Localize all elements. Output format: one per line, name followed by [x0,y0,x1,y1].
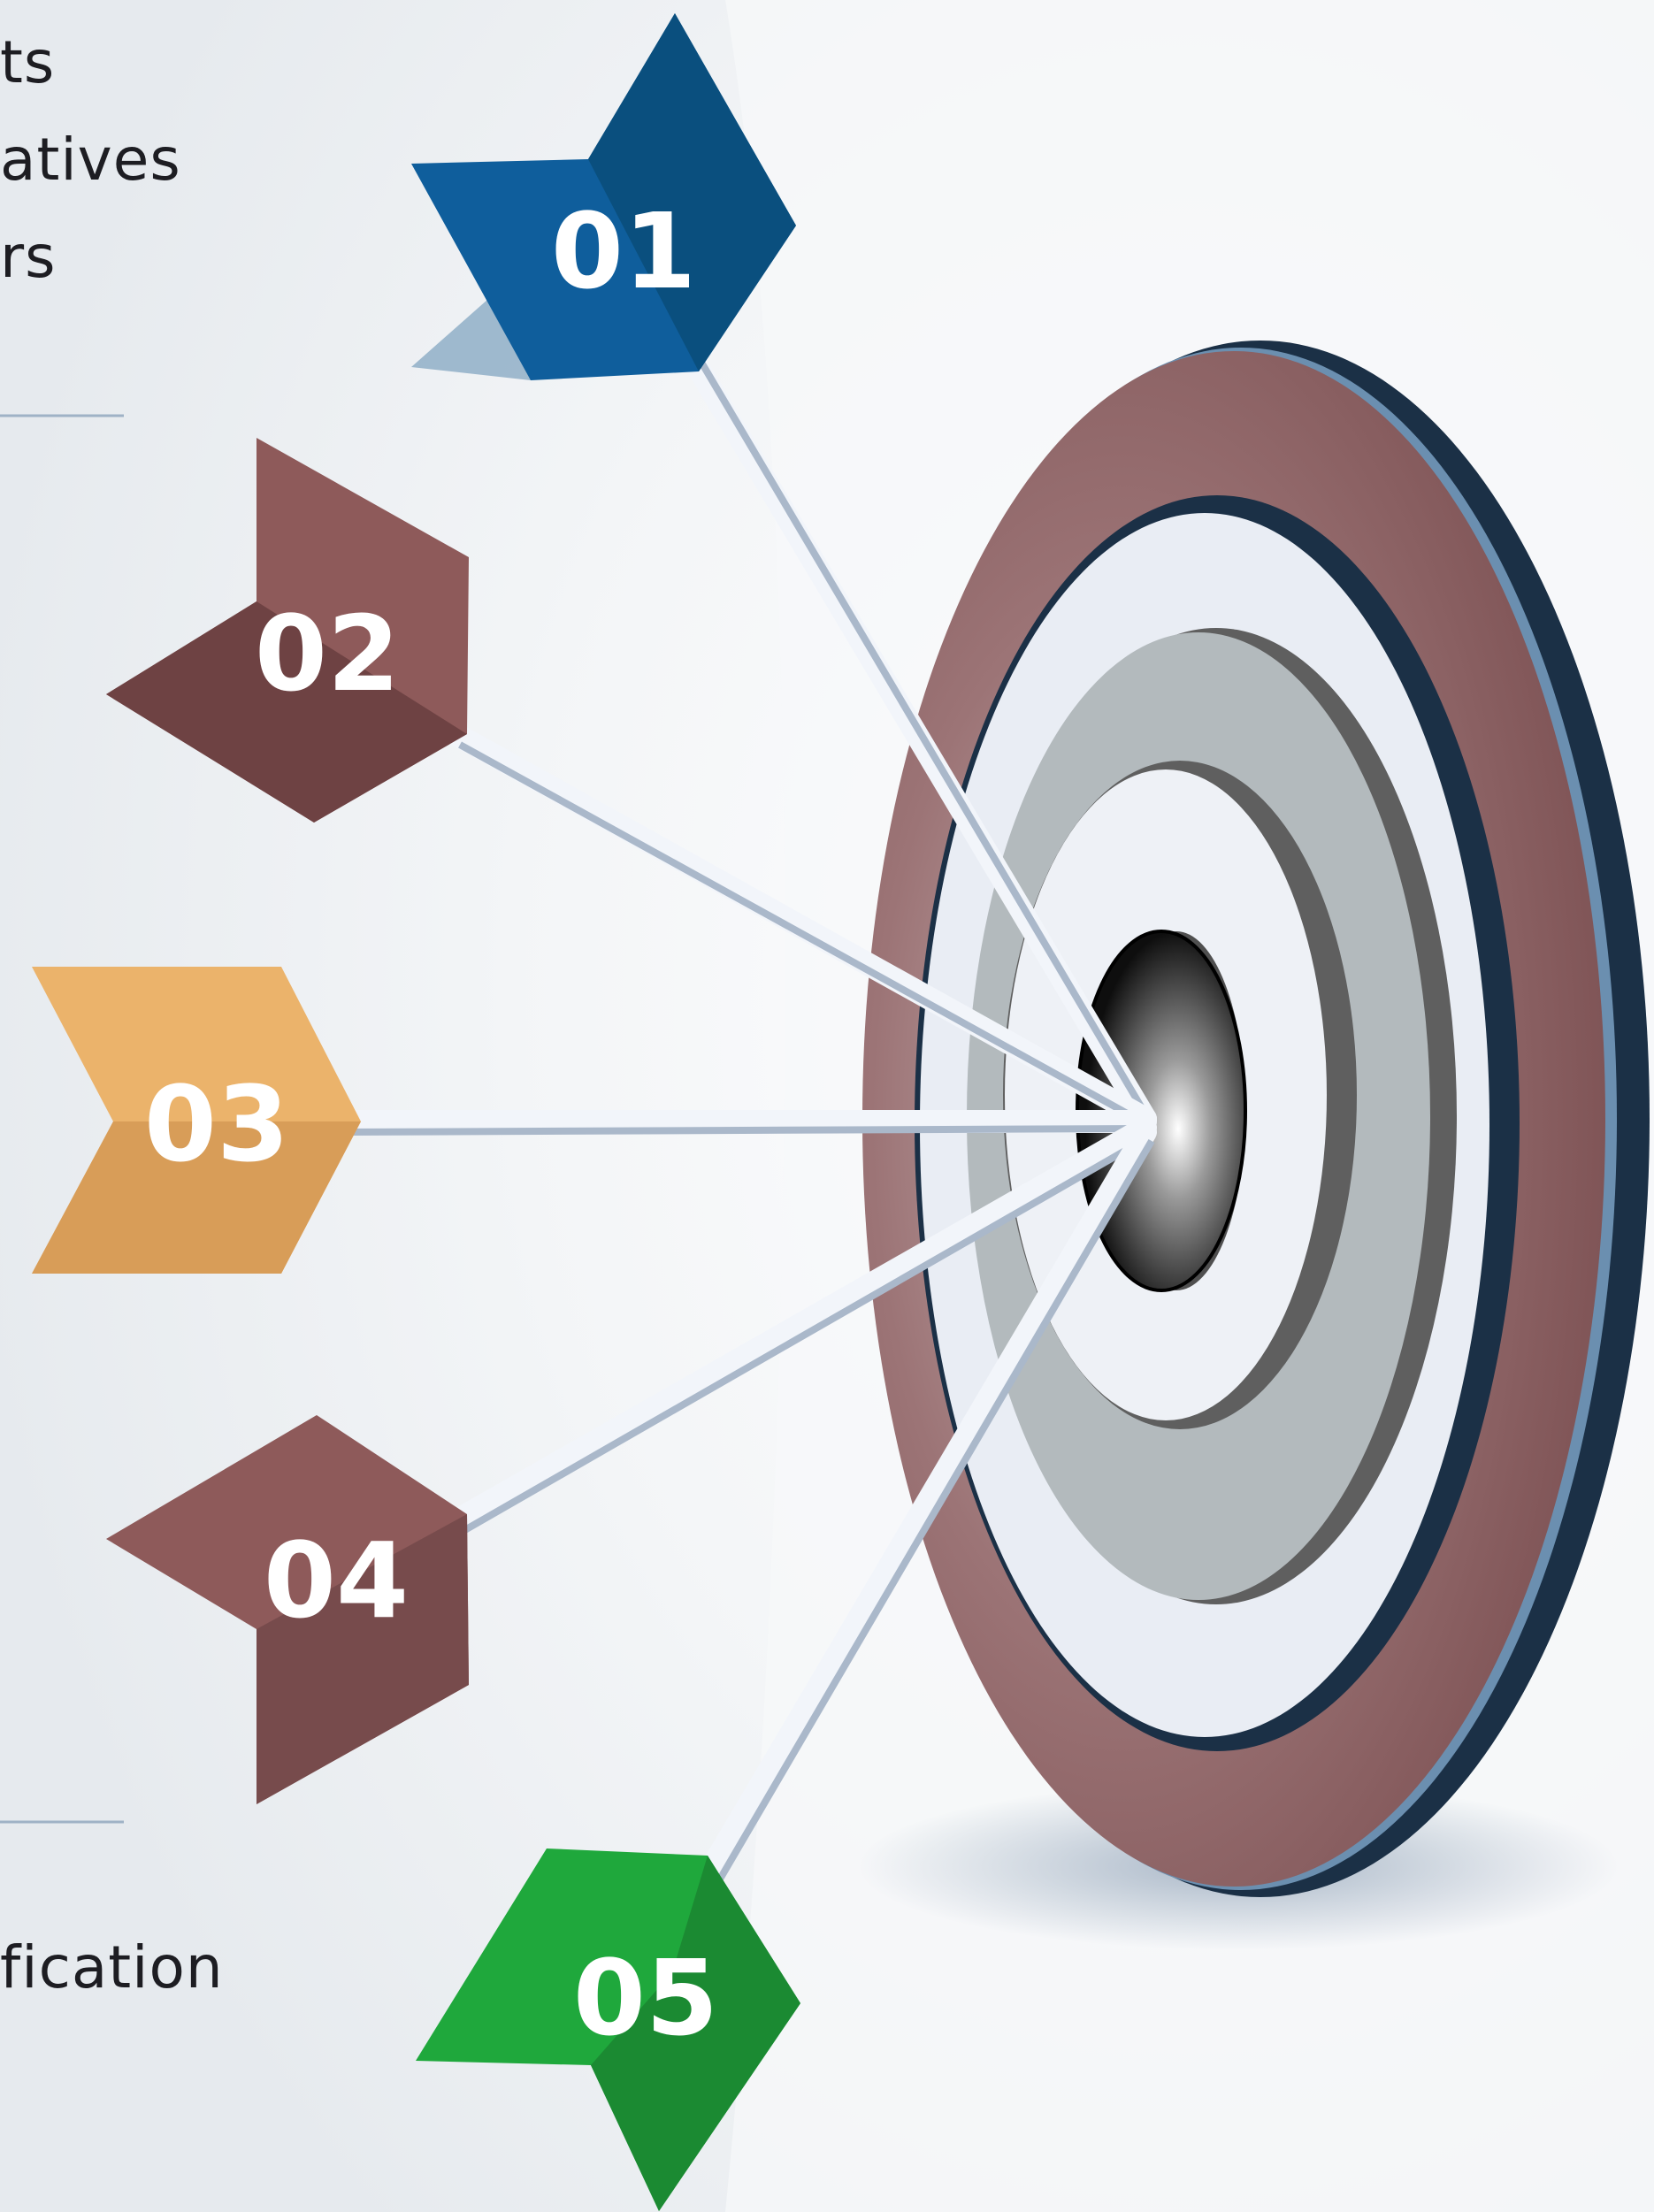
text-fragment-1: ts [0,34,55,92]
badge-03-label: 03 [144,1063,289,1185]
badge-02-label: 02 [255,593,400,715]
text-fragment-3: rs [0,228,57,287]
badge-04-label: 04 [264,1519,409,1642]
text-fragment-2: atives [0,131,181,189]
arrow-shaft-03-shade [345,1129,1145,1132]
badge-05-label: 05 [573,1937,718,2059]
text-fragment-4: fication [0,1939,224,1997]
badge-01-label: 01 [551,190,696,312]
